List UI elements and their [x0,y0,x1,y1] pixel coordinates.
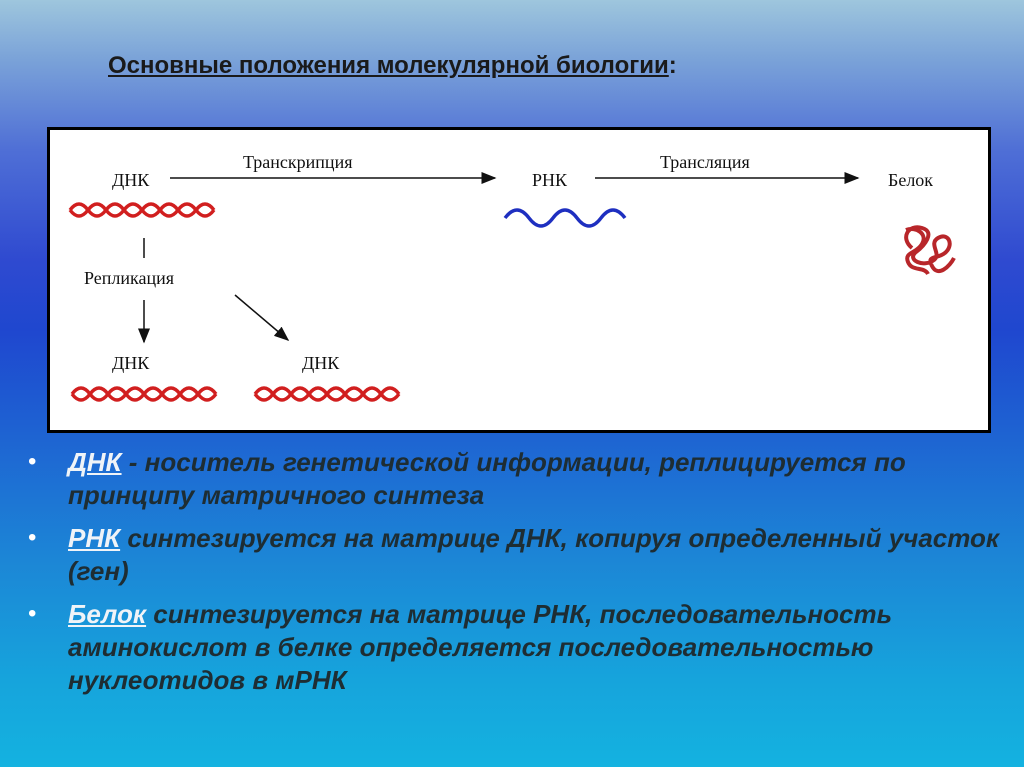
bullet-list: • ДНК - носитель генетической информации… [28,446,1008,707]
label-protein: Белок [888,170,934,190]
bullet-text: Белок синтезируется на матрице РНК, посл… [68,598,1008,697]
bullet-item-protein: • Белок синтезируется на матрице РНК, по… [28,598,1008,697]
central-dogma-diagram: ДНК Транскрипция РНК Трансляция Белок Ре… [47,127,991,433]
page-title: Основные положения молекулярной биологии… [108,52,677,80]
bullet-dot: • [28,524,37,551]
label-dna-top: ДНК [112,170,150,190]
bullet-key-protein: Белок [68,599,147,629]
bullet-text: ДНК - носитель генетической информации, … [68,446,1008,512]
label-dna-bottom-right: ДНК [302,353,340,373]
label-translation: Трансляция [660,152,750,172]
bullet-body-dna: - носитель генетической информации, репл… [68,447,906,510]
protein-blob [904,225,956,276]
bullet-dot: • [28,600,37,627]
title-colon: : [668,52,677,79]
bullet-key-rna: РНК [68,523,121,553]
bullet-text: РНК синтезируется на матрице ДНК, копиру… [68,522,1008,588]
rna-strand [503,208,627,228]
label-replication: Репликация [84,268,175,288]
dna-helix-bottom-left [70,386,218,402]
bullet-item-dna: • ДНК - носитель генетической информации… [28,446,1008,512]
title-text: Основные положения молекулярной биологии [108,52,669,79]
bullet-key-dna: ДНК [68,447,122,477]
diagram-graphics [68,172,956,402]
bullet-body-protein: синтезируется на матрице РНК, последоват… [68,599,893,695]
replication-arrow-diagonal [234,294,290,341]
bullet-dot: • [28,448,37,475]
dna-helix-bottom-right [253,386,401,402]
bullet-item-rna: • РНК синтезируется на матрице ДНК, копи… [28,522,1008,588]
label-dna-bottom-left: ДНК [112,353,150,373]
bullet-body-rna: синтезируется на матрице ДНК, копируя оп… [68,523,1000,586]
label-rna: РНК [532,170,568,190]
dna-helix-top [68,202,216,218]
label-transcription: Транскрипция [243,152,353,172]
